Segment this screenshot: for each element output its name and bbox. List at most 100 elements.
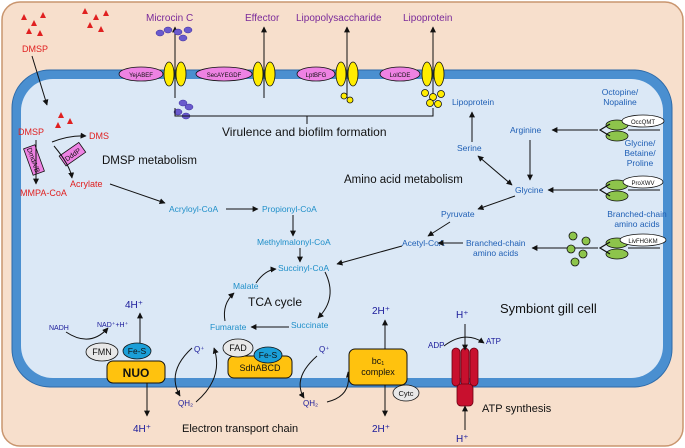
q-cycle-2-return-arrow [326, 371, 352, 403]
h-in-2: 2H⁺ [372, 306, 390, 317]
fes1-label: Fe-S [128, 346, 147, 356]
svg-text:OccQMT: OccQMT [631, 120, 655, 126]
bc1-label-2: complex [361, 367, 395, 377]
propionyl-coa-label: Propionyl-CoA [262, 204, 317, 214]
fumarate-label: Fumarate [210, 322, 247, 332]
lipoprotein-out-label: Lipoprotein [403, 13, 452, 24]
symbiont-label: Symbiont gill cell [500, 301, 597, 316]
adp-label: ADP [428, 341, 444, 350]
transporter-sec: SecAYEGDF [195, 66, 253, 82]
dms-label: DMS [89, 131, 109, 141]
tca-cycle-label: TCA cycle [248, 295, 302, 309]
bcaa-in-label-1: Branched-chain [466, 238, 526, 248]
svg-text:LolCDE: LolCDE [390, 73, 411, 79]
transporter-lpt: LptBFG [296, 66, 336, 82]
pyruvate-label: Pyruvate [441, 209, 475, 219]
h-bottom-label: H⁺ [456, 434, 469, 445]
dmsp-triangles-inside [55, 112, 73, 128]
cytc-label: Cytc [399, 389, 414, 398]
effector-label: Effector [245, 13, 280, 24]
acetyl-to-succinyl-arrow [336, 245, 403, 266]
yellow-channels [163, 61, 445, 87]
svg-text:SecAYEGDF: SecAYEGDF [207, 73, 242, 79]
acrylate-to-acryloyl-arrow [109, 183, 166, 205]
glycine-to-pyruvate-arrow [477, 195, 516, 211]
svg-text:ProXWV: ProXWV [631, 181, 654, 187]
nuo-complex [106, 360, 166, 384]
acetyl-coa-label: Acetyl-CoA [402, 238, 445, 248]
succinyl-coa-label: Succinyl-CoA [278, 263, 329, 273]
transporter-liv-complex [598, 237, 629, 260]
secretion-labels: Microcin C Effector Lipopolysaccharide L… [146, 13, 452, 24]
pro-label-box: ProXWV [622, 175, 664, 189]
methylmalonyl-coa-label: Methylmalonyl-CoA [257, 237, 331, 247]
bcaa-ext-label-1: Branched-chain [607, 209, 667, 219]
dmsp-inside-label: DMSP [18, 127, 44, 137]
dmsp-outside-label: DMSP [22, 44, 48, 54]
lps-label: Lipopolysaccharide [296, 13, 382, 24]
fmn-label: FMN [92, 347, 112, 357]
bcaa-ext-label-2: amino acids [614, 219, 659, 229]
h-out-2: 2H⁺ [372, 424, 390, 435]
q-cycle-1-return-arrow [195, 347, 219, 403]
nadh-label: NADH [49, 325, 69, 332]
bcaa-dots [566, 231, 591, 267]
bcaa-in-label-2: amino acids [473, 248, 518, 258]
microcin-label: Microcin C [146, 13, 193, 24]
virulence-label: Virulence and biofilm formation [222, 125, 387, 139]
bc1-complex [348, 348, 408, 386]
fad-subunit [222, 338, 254, 358]
dmsp-import-arrow [31, 55, 49, 106]
lps-dots [340, 92, 354, 104]
dms-arrow [51, 132, 87, 143]
sdh-label: SdhABCD [239, 363, 281, 373]
transporter-occ-complex [598, 119, 629, 142]
nuo-label: NUO [123, 366, 150, 380]
fes2-subunit [253, 346, 283, 364]
atp-synthesis-label: ATP synthesis [482, 403, 552, 415]
mmpa-label: MMPA-CoA [20, 188, 67, 198]
q1-label: Q⁺ [194, 345, 204, 354]
acryloyl-coa-label: Acryloyl-CoA [169, 204, 218, 214]
transporter-lol: LolCDE [379, 66, 421, 82]
proline-ext-label: Proline [627, 158, 654, 168]
q-cycle-1-arrow [174, 347, 193, 397]
svg-text:LptBFG: LptBFG [306, 73, 327, 79]
octopine-label: Octopine/ [602, 87, 639, 97]
lipoprotein-dots [421, 89, 445, 108]
malate-label: Malate [233, 281, 259, 291]
serine-label: Serine [457, 143, 482, 153]
nopaline-label: Nopaline [603, 97, 637, 107]
dmsp-metabolism-label: DMSP metabolism [102, 155, 197, 167]
transporter-yej: YejABEF [118, 66, 164, 82]
fumarate-to-malate-arrow [223, 292, 235, 322]
betaine-ext-label: Betaine/ [624, 148, 656, 158]
fes1-subunit [122, 342, 152, 360]
atp-label: ATP [486, 337, 501, 346]
nad-label: NAD⁺+H⁺ [97, 321, 129, 329]
qh2-1-label: QH₂ [178, 399, 193, 408]
h-out-1: 4H⁺ [133, 424, 151, 435]
svg-text:LivFHGKM: LivFHGKM [628, 239, 657, 245]
q2-label: Q⁺ [319, 345, 329, 354]
occ-label-box: OccQMT [621, 114, 665, 128]
adp-atp-arrow [443, 336, 485, 347]
fmn-subunit [85, 342, 119, 362]
bc1-label-1: bc₁ [372, 356, 385, 366]
svg-text:YejABEF: YejABEF [129, 73, 153, 79]
glycine-ext-label: Glycine/ [625, 138, 656, 148]
h-top-label: H⁺ [456, 310, 469, 321]
amino-acid-metabolism-label: Amino acid metabolism [344, 174, 463, 186]
cell-interior [21, 79, 663, 378]
arginine-label: Arginine [510, 125, 541, 135]
malate-to-succinyl-arrow [255, 266, 277, 284]
pyruvate-to-acetyl-arrow [427, 221, 451, 237]
lipoprotein-in-label: Lipoprotein [452, 97, 494, 107]
atp-synthase [451, 347, 479, 407]
acrylate-label: Acrylate [70, 179, 103, 189]
succinyl-to-succinate-arrow [317, 271, 331, 319]
nadh-arrow [65, 327, 109, 340]
h-in-1: 4H⁺ [125, 300, 143, 311]
dmsp-triangles-outside [21, 8, 109, 36]
